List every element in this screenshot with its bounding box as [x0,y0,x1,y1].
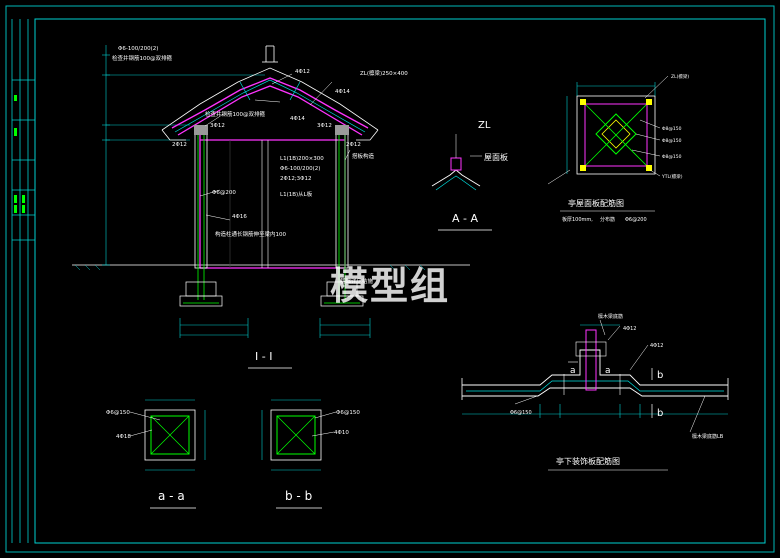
label-col-stirrup: Φ6@200 [212,190,236,196]
section-title-main: I - I [255,350,272,363]
roof-outline [161,45,379,141]
label-left-note: 检查井钢筋100@双排箍 [205,110,265,118]
interior-lines [229,140,269,268]
label-aa-zl: ZL [478,120,491,131]
roof-plan-dims [566,82,656,174]
b-stirrup: Φ6@150 [336,410,360,416]
section-main: Φ6-100/200(2) 检查井钢筋100@双排箍 4Φ12 ZL(檩梁)25… [72,45,470,369]
beam-tag-a1: a [570,366,576,376]
section-title-a: a - a [158,489,185,503]
title-strip-marks [14,95,25,213]
outer-frame [5,5,775,553]
left-title-strip [11,19,35,543]
label-right-col-rebar: 2Φ12 [346,142,361,148]
roof-tag-4: YTL(檩梁) [661,173,683,180]
label-base-note: 基础详见结施 [340,277,374,285]
roof-note-b: 分布筋 [600,216,615,223]
roof-note-c: Φ6@200 [625,217,647,223]
beam-left-rebar: Φ6@150 [510,410,532,416]
section-title-b: b - b [285,489,312,503]
beam-right-note: 檩木梁底筋LB [692,433,724,440]
roof-rebar [174,79,366,133]
bottom-dimensions [179,318,371,338]
beam-top-note: 檩木梁底筋 [598,313,623,320]
label-beam-l1-c: L1(1B)从L板 [280,190,313,198]
inner-frame [34,18,766,544]
label-beam-l1: L1(1B)200×300 [280,156,324,162]
label-right-rebar: 3Φ12 [317,123,332,129]
roof-plan: ZL(檩梁) Φ8@150 Φ8@150 Φ8@150 YTL(檩梁) 亭屋面板… [547,73,689,223]
ground-hatch [74,264,426,271]
label-aa-roof: 屋面板 [484,152,508,162]
section-a-small: Φ6@150 4Φ18 a - a [106,399,206,509]
section-b-small: Φ6@150 4Φ10 b - b [261,399,360,509]
b-main: 4Φ10 [334,430,349,436]
beam-detail-title: 亭下装饰板配筋图 [556,456,620,466]
watermark-text: 模型组 [330,264,451,308]
beam-detail: 檩木梁底筋 4Φ12 4Φ12 Φ6@150 檩木梁底筋LB a a b b 亭… [461,313,729,471]
label-left-rebar-a: 4Φ14 [335,89,350,95]
beam-tag-b1: b [657,370,663,381]
footings [179,281,364,307]
roof-plan-leaders [547,75,669,185]
roof-tag-3: Φ8@150 [662,154,682,160]
roof-tag-2: Φ8@150 [662,138,682,144]
label-ridge-rebar: 4Φ12 [295,69,310,75]
roof-note-a: 板厚100mm, [562,216,593,223]
beam-right-rebar: 4Φ12 [650,343,663,349]
label-left-rebar-b: 3Φ12 [210,123,225,129]
leaders [199,73,351,221]
roof-tag-1: Φ8@150 [662,126,682,132]
beam-tag-b2: b [657,408,663,419]
roof-tag-0: ZL(檩梁) [671,73,689,80]
label-right-note: 搭板构造 [352,152,375,160]
a-main: 4Φ18 [116,434,131,440]
label-zl-beam: ZL(檩梁)250×400 [360,69,408,77]
roof-plan-nodes [580,99,652,171]
right-column [335,125,349,300]
beam-top-rebar: 4Φ12 [623,326,636,332]
label-col-main: 4Φ16 [232,214,247,220]
section-aa: ZL 屋面板 A - A [431,120,508,231]
label-col-note: 构造柱通长钢筋伸至梁内100 [215,230,286,238]
label-beam-l1-b: 2Φ12;3Φ12 [280,176,312,182]
a-stirrup: Φ6@150 [106,410,130,416]
roof-plan-title: 亭屋面板配筋图 [568,198,624,208]
left-column [194,125,208,300]
label-top-note: 检查井钢筋100@双排箍 [112,54,172,62]
beam-tag-a2: a [605,366,611,376]
label-beam-l1-rebar: Φ6-100/200(2) [280,166,320,172]
label-top-rebar: Φ6-100/200(2) [118,46,158,52]
label-left-col-rebar: 2Φ12 [172,142,187,148]
section-title-aa: A - A [452,212,478,225]
beam-detail-dims [462,324,728,418]
label-right-rebar-top: 4Φ14 [290,116,305,122]
